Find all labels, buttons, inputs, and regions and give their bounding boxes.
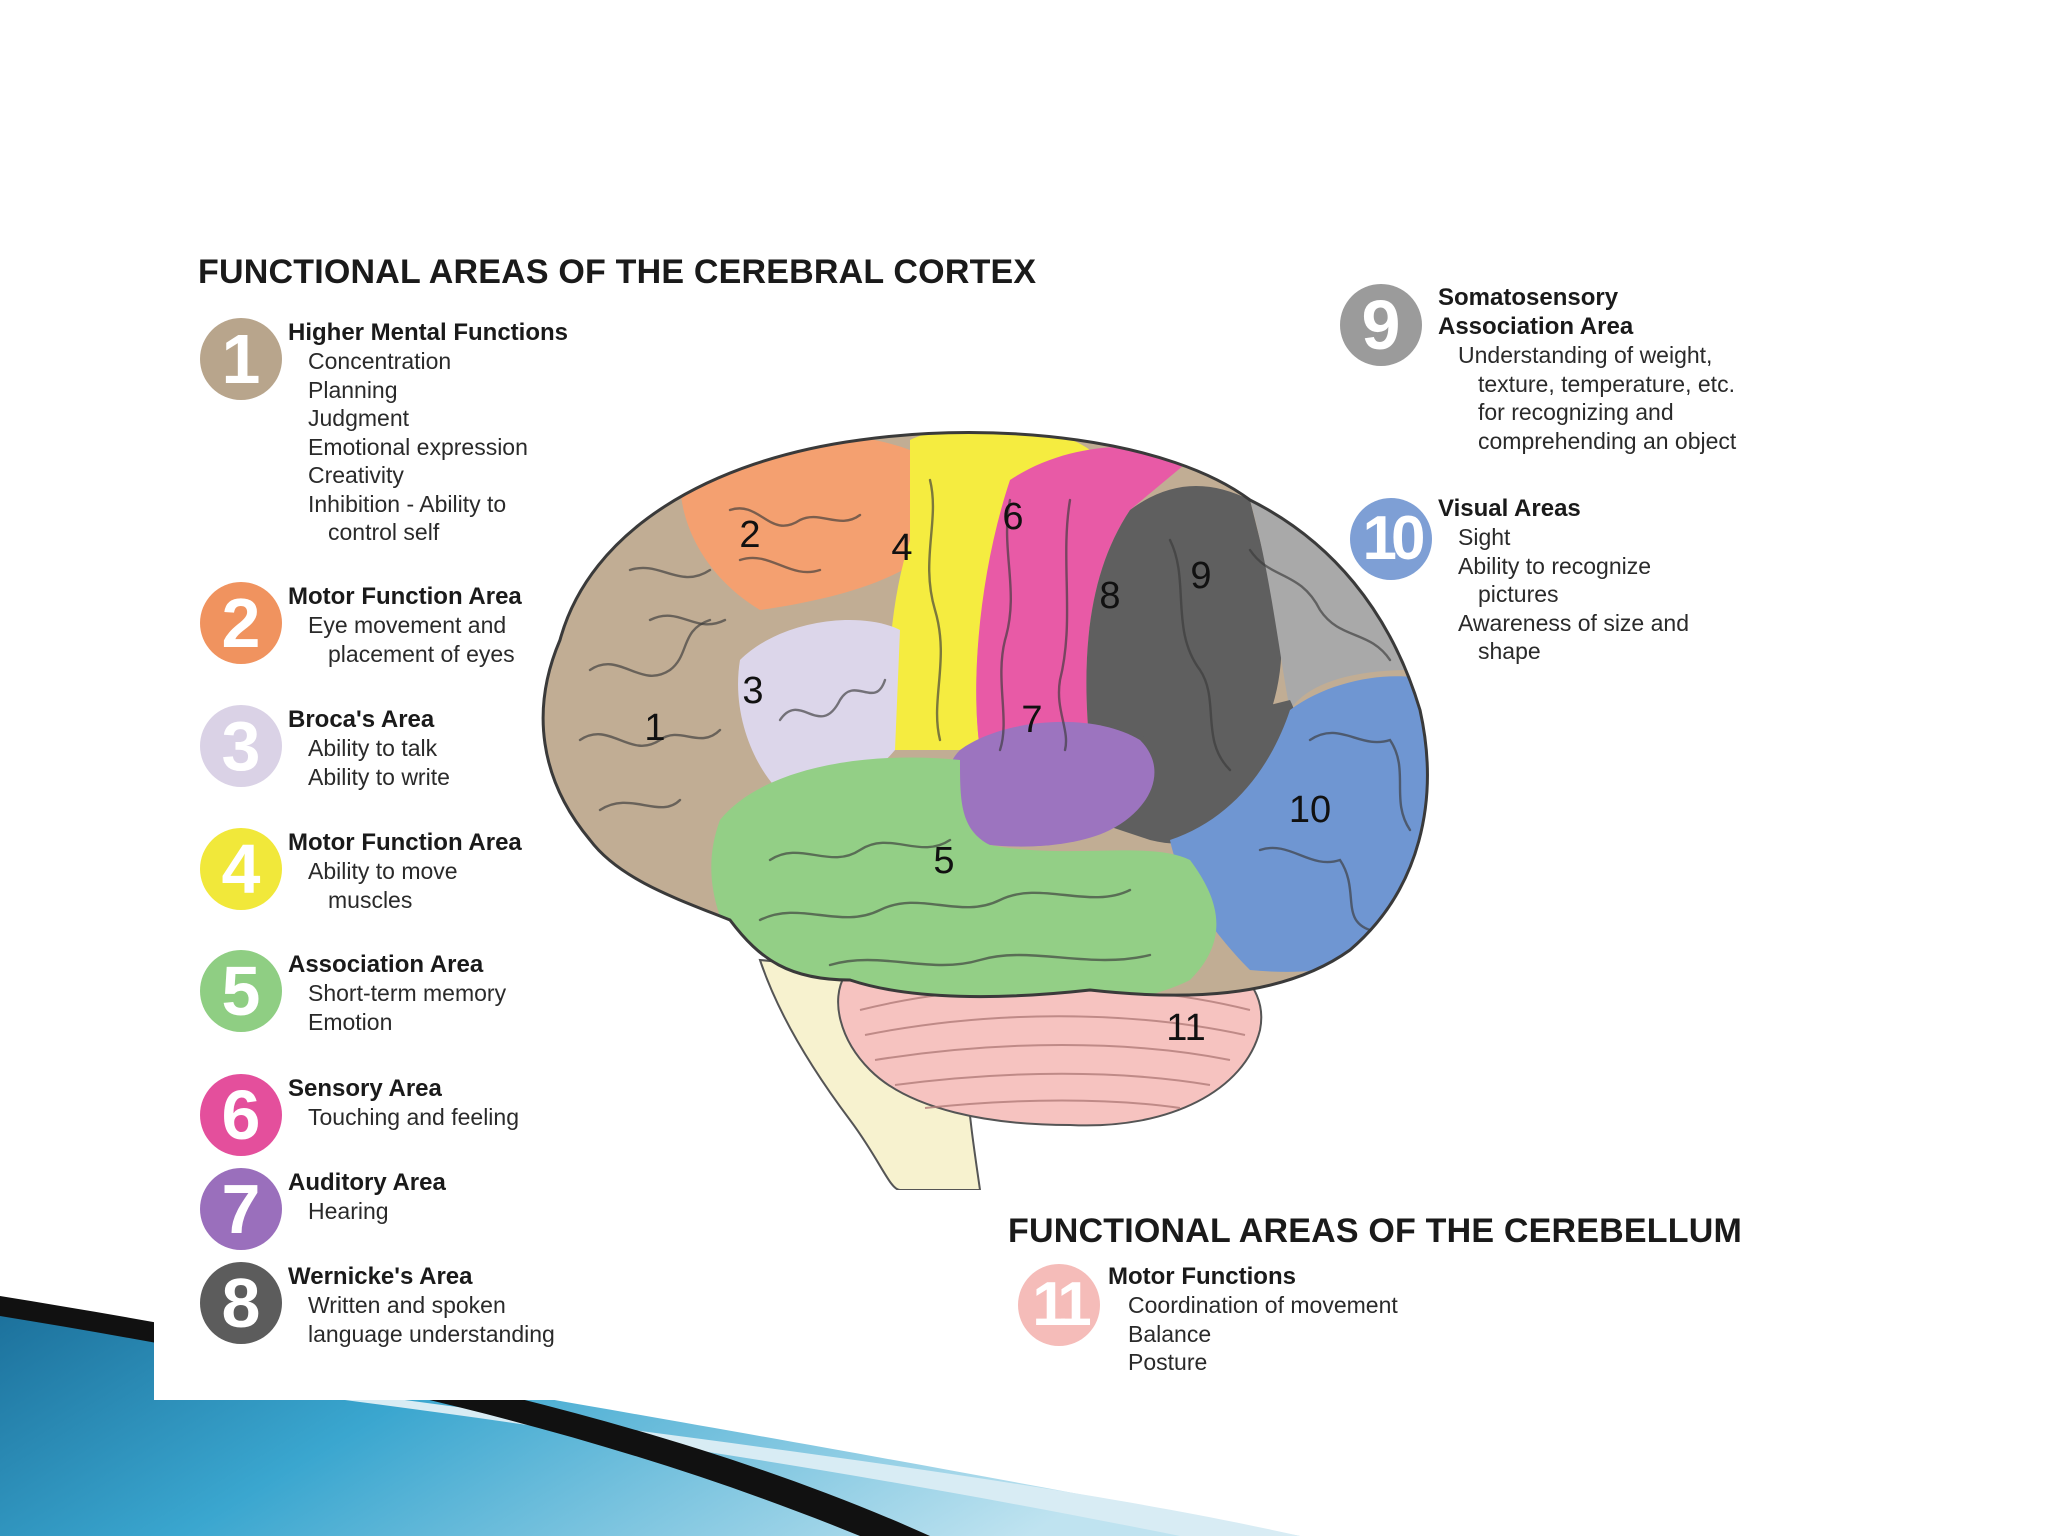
region-6 [976,446,1190,750]
diagram-label-11: 11 [1166,1007,1205,1049]
area-8-badge: 8 [200,1262,282,1344]
area-1-item: Emotional expression [308,433,528,460]
area-2-badge: 2 [200,582,282,664]
area-6-badge: 6 [200,1074,282,1156]
area-1-badge: 1 [200,318,282,400]
area-9-badge: 9 [1340,284,1422,366]
area-4-badge: 4 [200,828,282,910]
area-10-item: Awareness of size and [1458,609,1689,636]
area-7-title: Auditory Area [288,1169,446,1196]
area-5-item: Short-term memory [308,980,507,1006]
area-10-item-cont: shape [1478,638,1541,664]
area-3-title: Broca's Area [288,706,435,733]
diagram-label-5: 5 [933,840,954,882]
area-2-item: Eye movement and [308,612,507,638]
area-2-item-cont: placement of eyes [328,640,515,667]
diagram-label-2: 2 [739,514,760,556]
area-11-item: Balance [1128,1320,1212,1347]
area-4-item-cont: muscles [328,886,413,913]
area-7-badge: 7 [200,1168,282,1250]
area-9-title-line2: Association Area [1438,313,1634,340]
area-7-item: Hearing [308,1198,389,1224]
diagram-label-6: 6 [1002,496,1023,538]
area-11-badge: 11 [1018,1264,1100,1346]
area-5-badge: 5 [200,950,282,1032]
blue-swoosh [0,1300,1300,1536]
area-6-item: Touching and feeling [308,1104,519,1130]
cerebellum-heading: FUNCTIONAL AREAS OF THE CEREBELLUM [1008,1212,1743,1250]
area-1-item-cont: control self [328,519,440,545]
area-9-title: Somatosensory [1438,284,1619,311]
area-6-title: Sensory Area [288,1075,442,1102]
area-11-item: Posture [1128,1349,1208,1375]
diagram-label-3: 3 [742,670,763,712]
area-5-title: Association Area [288,951,484,978]
area-9-item: Understanding of weight, [1458,342,1713,368]
region-7 [945,721,1155,847]
diagram-label-9: 9 [1190,555,1211,597]
area-9-item-cont: comprehending an object [1478,427,1737,454]
diagram-label-1: 1 [644,707,665,749]
area-11-title: Motor Functions [1108,1263,1296,1290]
region-5 [711,757,1217,997]
area-11-item: Coordination of movement [1128,1292,1398,1318]
region-2 [680,435,940,610]
area-3-item: Ability to talk [308,735,438,761]
area-10-badge: 10 [1350,498,1432,580]
diagram-label-10: 10 [1289,789,1331,831]
area-1-item: Creativity [308,462,404,488]
region-4 [888,432,1090,750]
cerebrum-outline [541,431,1429,999]
area-5-item: Emotion [308,1008,393,1035]
area-3-badge: 3 [200,705,282,787]
area-1-item: Planning [308,376,398,403]
area-8-title: Wernicke's Area [288,1263,473,1290]
brain-diagram: 1 2 3 4 5 6 7 8 9 10 11 [541,431,1429,1190]
area-1-item: Inhibition - Ability to [308,490,507,517]
area-2-title: Motor Function Area [288,583,522,610]
region-3 [738,620,900,800]
area-8-item: language understanding [308,1320,555,1347]
area-10-item-cont: pictures [1478,581,1559,607]
diagram-label-7: 7 [1021,699,1042,741]
diagram-label-4: 4 [891,527,912,569]
area-3-item: Ability to write [308,763,450,790]
area-1-item: Judgment [308,405,410,431]
area-10-item: Sight [1458,524,1511,550]
area-10-item: Ability to recognize [1458,552,1652,579]
area-9-item-cont: for recognizing and [1478,399,1674,425]
area-4-item: Ability to move [308,858,458,884]
area-9-item-cont: texture, temperature, etc. [1478,370,1735,397]
diagram-label-8: 8 [1099,575,1120,617]
area-4-title: Motor Function Area [288,829,522,856]
area-1-title: Higher Mental Functions [288,319,569,346]
cortex-heading: FUNCTIONAL AREAS OF THE CEREBRAL CORTEX [198,253,1037,291]
area-1-item: Concentration [308,348,452,374]
area-10-title: Visual Areas [1438,495,1581,522]
area-8-item: Written and spoken [308,1292,506,1318]
